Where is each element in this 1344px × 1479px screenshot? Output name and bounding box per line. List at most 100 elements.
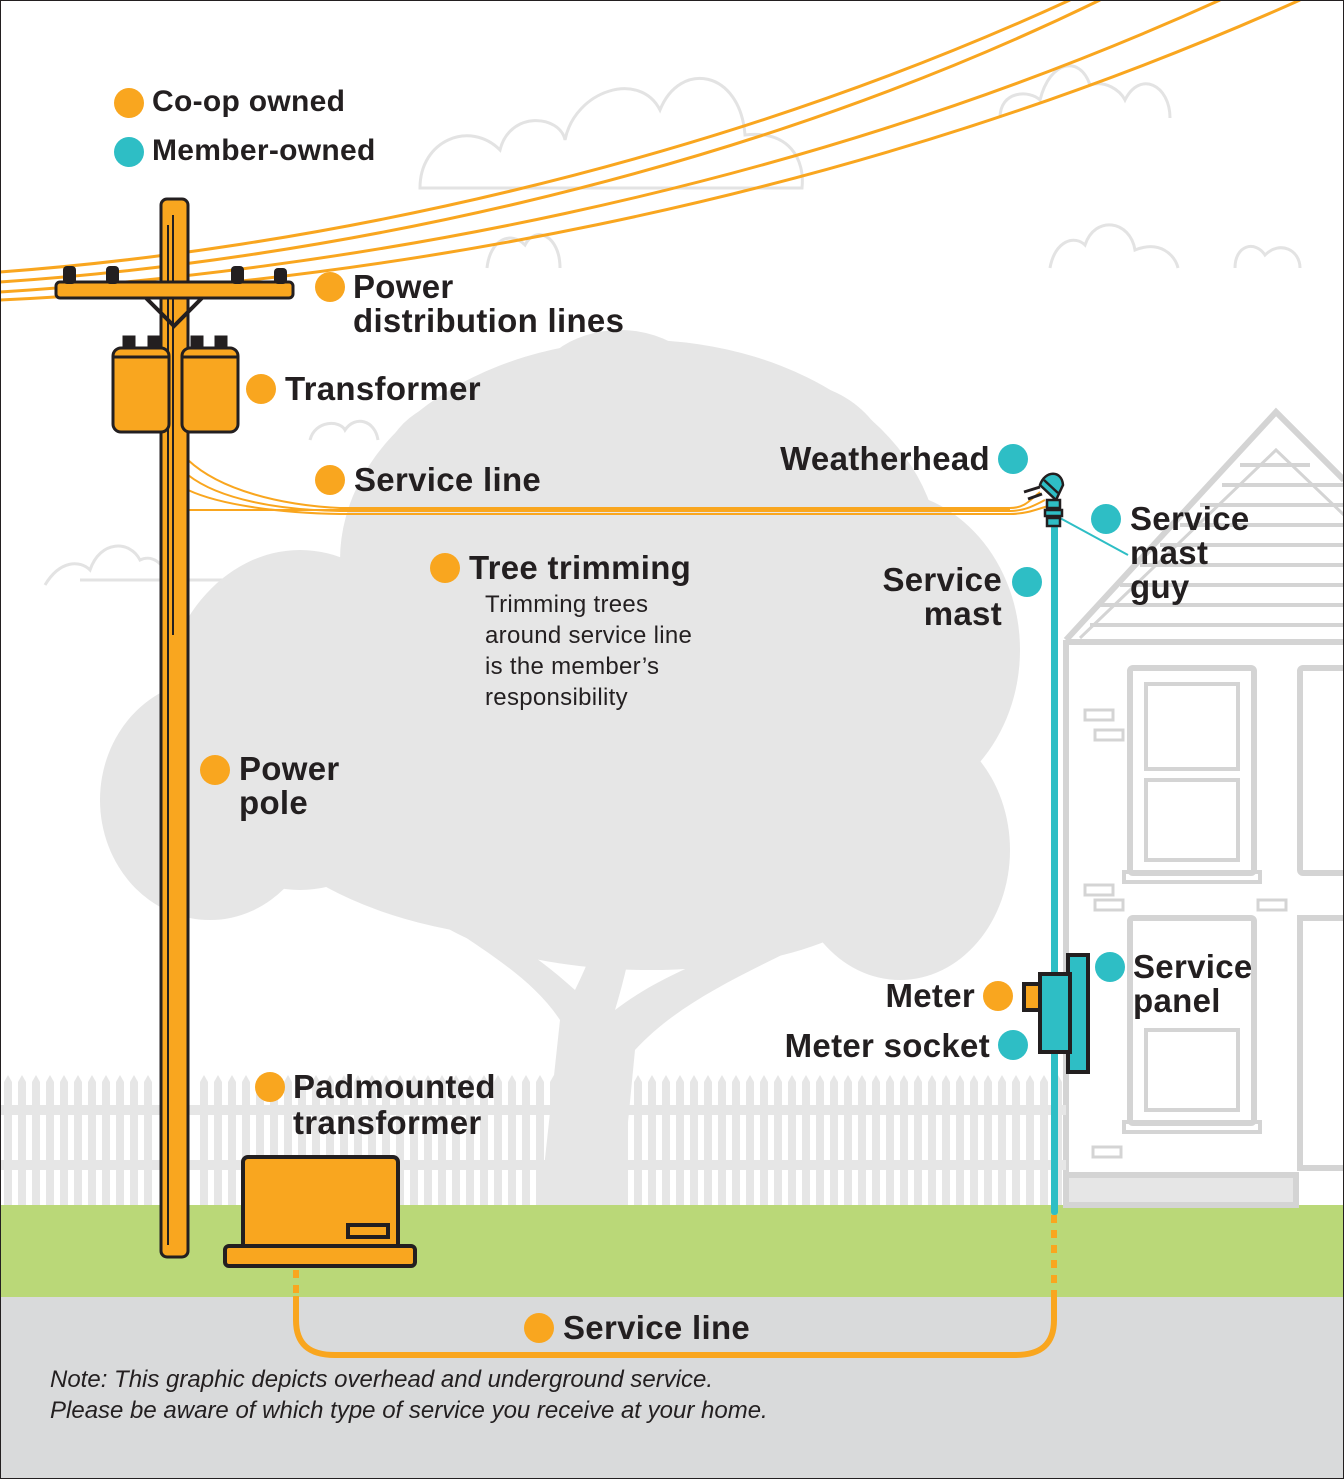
fence-picket bbox=[900, 1075, 908, 1205]
grass bbox=[0, 1205, 1344, 1297]
fence-picket bbox=[942, 1075, 950, 1205]
fence-picket bbox=[788, 1075, 796, 1205]
cloud bbox=[1048, 223, 1180, 269]
padmounted-transformer-label: Padmounted transformer bbox=[293, 1068, 496, 1141]
coop-owned-swatch bbox=[114, 88, 144, 118]
house-roof bbox=[1063, 407, 1344, 643]
fence-picket bbox=[200, 1075, 208, 1205]
overhead-service-line bbox=[187, 459, 1049, 515]
fence-picket bbox=[1040, 1075, 1048, 1205]
cloud bbox=[998, 64, 1172, 119]
fence-picket bbox=[662, 1075, 670, 1205]
fence-picket bbox=[718, 1075, 726, 1205]
meter-socket-marker bbox=[998, 1030, 1028, 1060]
fence-picket bbox=[690, 1075, 698, 1205]
power-pole-label: Power pole bbox=[239, 750, 340, 821]
weatherhead-marker bbox=[998, 444, 1028, 474]
fence-picket bbox=[536, 1075, 544, 1205]
meter-label: Meter bbox=[885, 977, 975, 1014]
weatherhead bbox=[1023, 472, 1065, 528]
fence-picket bbox=[564, 1075, 572, 1205]
fence-picket bbox=[130, 1075, 138, 1205]
ground-soil bbox=[0, 1296, 1344, 1479]
fence-picket bbox=[760, 1075, 768, 1205]
fence-picket bbox=[746, 1075, 754, 1205]
legend-coop-owned: Co-op owned bbox=[152, 85, 346, 118]
service-mast-label: Service mast bbox=[882, 561, 1002, 632]
fence-picket bbox=[88, 1075, 96, 1205]
fence-picket bbox=[466, 1075, 474, 1205]
picket-fence bbox=[0, 1075, 1066, 1205]
fence-picket bbox=[620, 1075, 628, 1205]
fence-picket bbox=[774, 1075, 782, 1205]
service-mast-marker bbox=[1012, 567, 1042, 597]
fence-picket bbox=[1012, 1075, 1020, 1205]
meter-socket-box bbox=[1038, 972, 1072, 1054]
fence-picket bbox=[648, 1075, 656, 1205]
service-mast-guy-label: Service mast guy bbox=[1130, 500, 1250, 605]
fence-picket bbox=[928, 1075, 936, 1205]
fence-picket bbox=[480, 1075, 488, 1205]
fence-picket bbox=[606, 1075, 614, 1205]
fence-picket bbox=[732, 1075, 740, 1205]
cloud bbox=[485, 233, 562, 269]
insulators bbox=[63, 266, 287, 284]
fence-picket bbox=[116, 1075, 124, 1205]
fence-picket bbox=[676, 1075, 684, 1205]
cloud bbox=[418, 76, 804, 190]
fence-picket bbox=[144, 1075, 152, 1205]
power-distribution-lines-marker bbox=[315, 272, 345, 302]
house bbox=[1063, 407, 1344, 1208]
meter-socket-label: Meter socket bbox=[784, 1027, 990, 1064]
fence-picket bbox=[956, 1075, 964, 1205]
fence-picket bbox=[592, 1075, 600, 1205]
fence-picket bbox=[970, 1075, 978, 1205]
fence-picket bbox=[522, 1075, 530, 1205]
padmount-transformer bbox=[223, 1155, 417, 1268]
fence-picket bbox=[4, 1075, 12, 1205]
fence-picket bbox=[32, 1075, 40, 1205]
tree-trimming-label: Tree trimming bbox=[469, 549, 692, 586]
footnote: Note: This graphic depicts overhead and … bbox=[50, 1366, 768, 1424]
fence-picket bbox=[18, 1075, 26, 1205]
service-line-overhead-marker bbox=[315, 465, 345, 495]
fence-picket bbox=[410, 1075, 418, 1205]
fence-picket bbox=[844, 1075, 852, 1205]
crossarm bbox=[54, 280, 295, 300]
fence-rail bbox=[0, 1105, 1066, 1115]
cloud bbox=[43, 544, 172, 586]
fence-picket bbox=[508, 1075, 516, 1205]
fence-picket bbox=[704, 1075, 712, 1205]
fence-picket bbox=[578, 1075, 586, 1205]
fence-picket bbox=[550, 1075, 558, 1205]
service-mast-guy-marker bbox=[1091, 504, 1121, 534]
fence-picket bbox=[102, 1075, 110, 1205]
power-pole-marker bbox=[200, 755, 230, 785]
fence-picket bbox=[1026, 1075, 1034, 1205]
cloud bbox=[1233, 244, 1302, 269]
padmounted-transformer-marker bbox=[255, 1072, 285, 1102]
power-pole bbox=[54, 197, 295, 1259]
weatherhead-label: Weatherhead bbox=[780, 440, 990, 477]
meter-marker bbox=[983, 981, 1013, 1011]
service-panel-marker bbox=[1095, 952, 1125, 982]
fence-picket bbox=[494, 1075, 502, 1205]
fence-picket bbox=[74, 1075, 82, 1205]
fence-picket bbox=[830, 1075, 838, 1205]
fence-picket bbox=[886, 1075, 894, 1205]
tree-trimming-marker bbox=[430, 553, 460, 583]
service-panel-label: Service panel bbox=[1133, 948, 1253, 1019]
fence-picket bbox=[984, 1075, 992, 1205]
transformer-marker bbox=[246, 374, 276, 404]
pole-transformer bbox=[111, 335, 240, 434]
fence-picket bbox=[872, 1075, 880, 1205]
service-mast-guy-wire bbox=[1059, 517, 1129, 556]
tree-trimming-description: Trimming trees around service line is th… bbox=[485, 591, 693, 711]
meter-assembly bbox=[1022, 953, 1090, 1074]
meter-box bbox=[1022, 982, 1042, 1012]
service-line-underground-marker bbox=[524, 1313, 554, 1343]
fence-picket bbox=[634, 1075, 642, 1205]
fence-rail bbox=[0, 1160, 1066, 1170]
cloud bbox=[308, 419, 380, 441]
